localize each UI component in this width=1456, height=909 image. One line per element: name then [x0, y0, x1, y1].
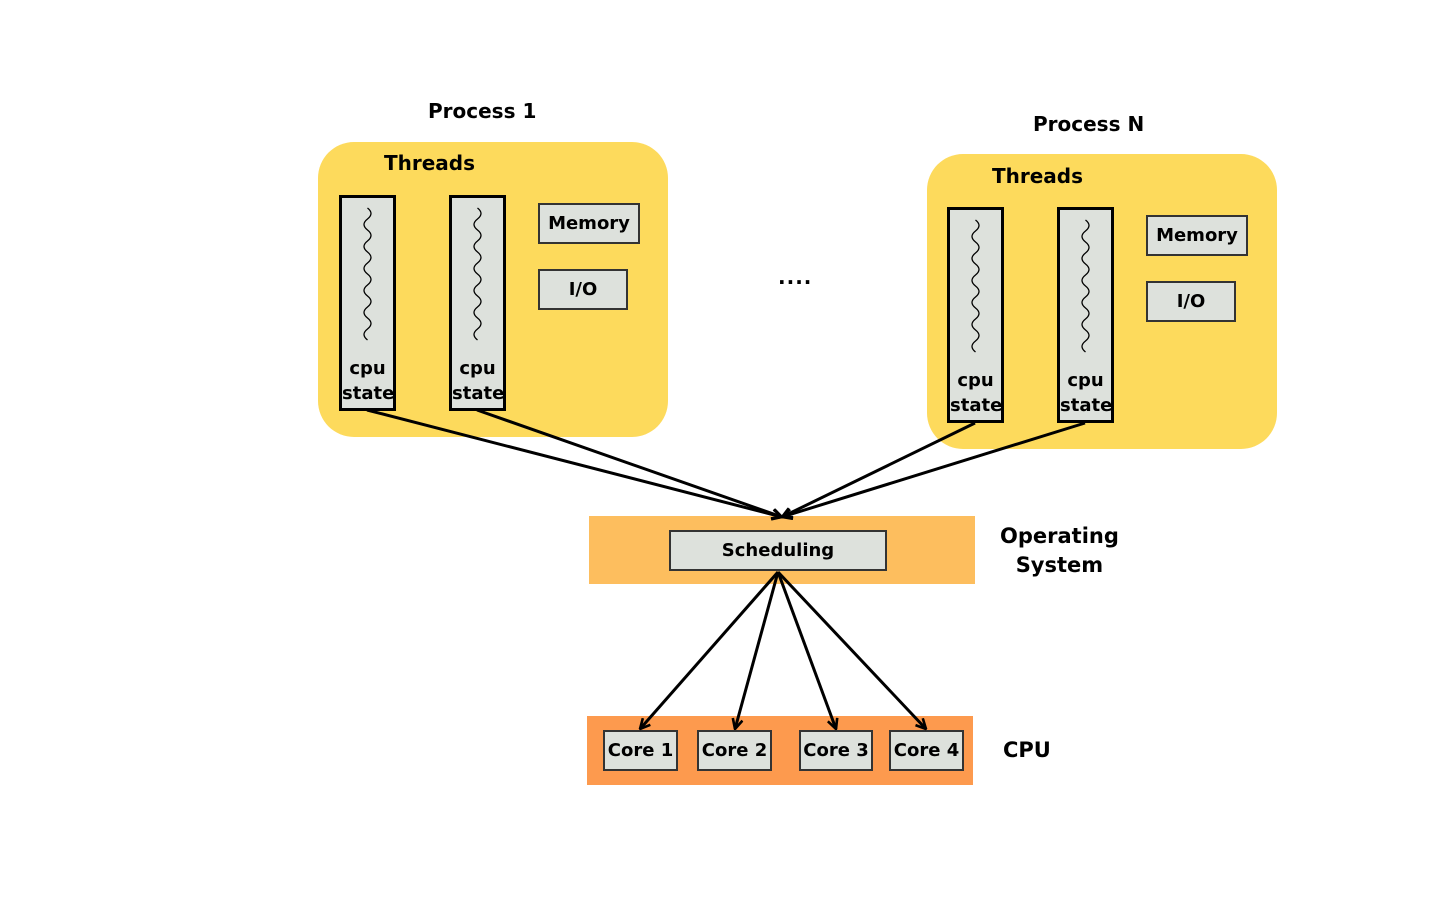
arrow-p1-thread1-to-scheduling [366, 408, 782, 517]
process-1-thread-1: cpu state [339, 195, 396, 411]
arrow-scheduling-to-core-1 [640, 571, 780, 729]
core-2: Core 2 [697, 730, 772, 771]
process-1-memory: Memory [538, 203, 640, 244]
core-4: Core 4 [889, 730, 964, 771]
thread-wave-icon [971, 219, 980, 353]
process-1-threads-label: Threads [384, 151, 476, 175]
arrow-p1-thread2-to-scheduling [476, 408, 782, 517]
core-1: Core 1 [603, 730, 678, 771]
thread-label: cpu state [342, 358, 395, 404]
thread-label: cpu state [1060, 370, 1113, 416]
process-n-thread-2: cpu state [1057, 207, 1114, 423]
thread-wave-icon [363, 207, 372, 341]
process-n-threads-label: Threads [992, 164, 1084, 188]
process-n-thread-1: cpu state [947, 207, 1004, 423]
process-ellipsis: .... [778, 265, 813, 289]
arrow-pn-thread1-to-scheduling [782, 421, 976, 517]
arrow-scheduling-to-core-2 [735, 571, 780, 729]
process-1-title: Process 1 [428, 99, 537, 123]
process-n-memory: Memory [1146, 215, 1248, 256]
arrow-pn-thread2-to-scheduling [782, 421, 1086, 517]
cpu-label: CPU [1003, 738, 1051, 762]
thread-wave-icon [473, 207, 482, 341]
thread-label: cpu state [950, 370, 1003, 416]
process-n-io: I/O [1146, 281, 1236, 322]
process-1-thread-2: cpu state [449, 195, 506, 411]
thread-label: cpu state [452, 358, 505, 404]
arrow-scheduling-to-core-3 [776, 571, 836, 729]
scheduling-box: Scheduling [669, 530, 887, 571]
os-label: Operating System [1000, 524, 1119, 577]
process-n-title: Process N [1033, 112, 1145, 136]
process-1-io: I/O [538, 269, 628, 310]
arrow-scheduling-to-core-4 [776, 570, 926, 729]
thread-wave-icon [1081, 219, 1090, 353]
